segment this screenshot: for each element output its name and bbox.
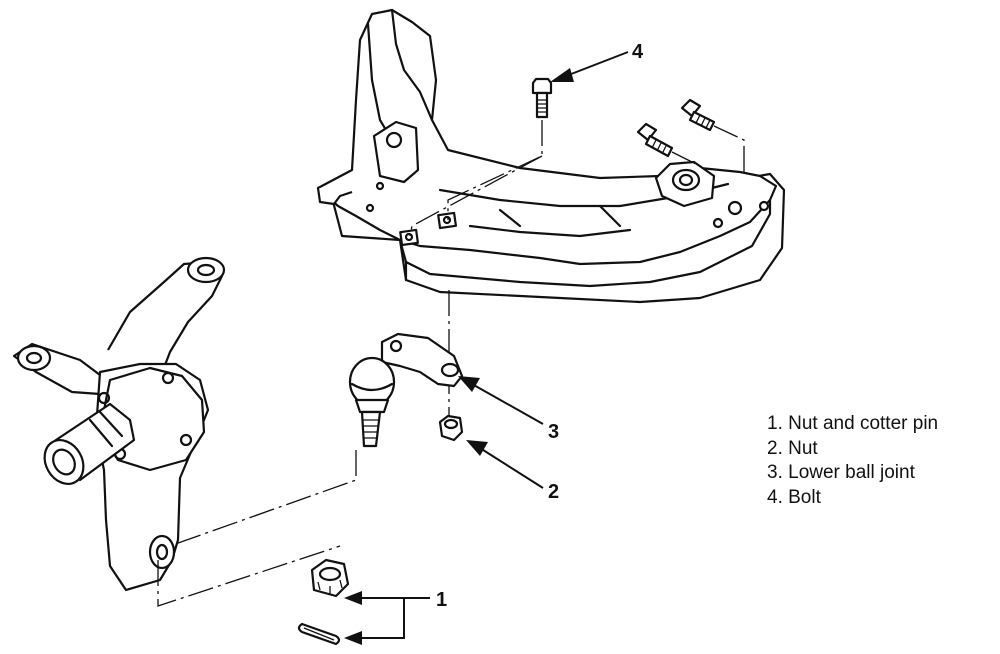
legend-item-2: 2. Nut: [767, 437, 818, 459]
steering-knuckle: [12, 256, 341, 607]
callout-number-2: 2: [548, 481, 559, 503]
bolt-centerline: [713, 125, 745, 176]
bolt-centerline: [447, 120, 543, 220]
castle-nut: [310, 558, 350, 598]
callout-number-4: 4: [632, 41, 644, 63]
lower-control-arm: [316, 8, 786, 304]
callout-number-3: 3: [548, 421, 559, 443]
legend-item-1: 1. Nut and cotter pin: [767, 413, 939, 434]
bolt-centerline: [409, 155, 543, 237]
legend-item-3: 3. Lower ball joint: [767, 462, 915, 483]
callout-leader-2: [466, 440, 544, 489]
nut: [438, 414, 464, 442]
legend-item-4: 4. Bolt: [767, 486, 821, 508]
callout-number-1: 1: [436, 589, 447, 611]
callout-leader-3: [458, 376, 544, 425]
parts-legend: 1. Nut and cotter pin 2. Nut 3. Lower ba…: [767, 412, 938, 510]
bolt-rear-lower: [636, 122, 674, 158]
cotter-pin: [297, 622, 341, 646]
lower-ball-joint: [163, 290, 464, 549]
bolt-vertical: [531, 77, 553, 119]
callout-leader-1: [344, 591, 430, 645]
callout-leader-4: [550, 51, 629, 82]
bolt-rear-upper: [680, 98, 716, 132]
bolt-centerline: [671, 151, 701, 167]
